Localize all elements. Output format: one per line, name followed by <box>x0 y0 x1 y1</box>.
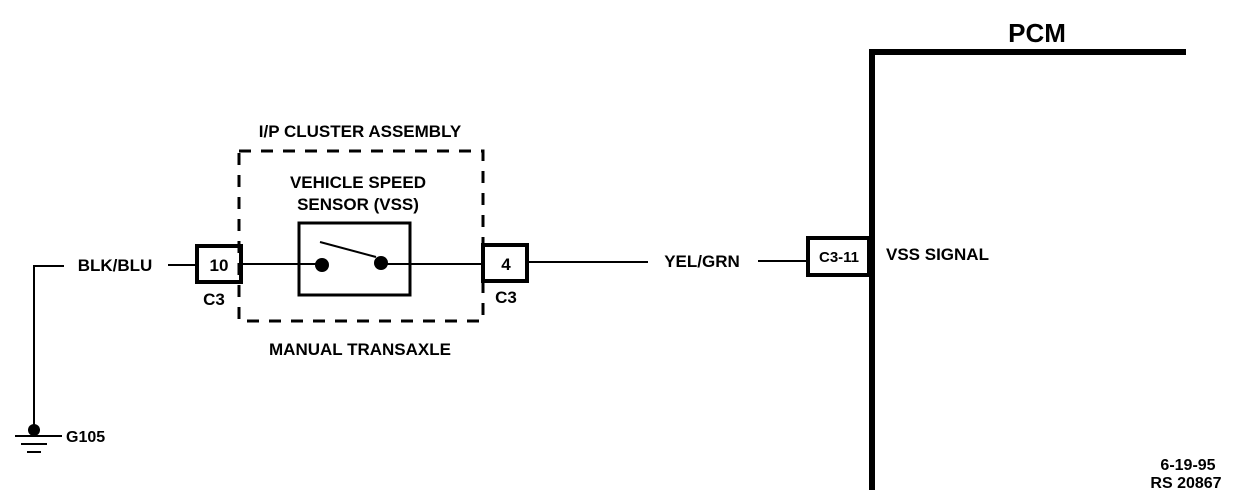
vss-switch-box <box>297 221 412 297</box>
pcm-module-border <box>869 49 1186 490</box>
sensor-label-line1: VEHICLE SPEED <box>290 173 426 192</box>
pcm-connector-box <box>806 236 871 277</box>
connector-pin-10-label: 10 <box>210 256 229 275</box>
ground-label: G105 <box>66 429 105 446</box>
wire-color-yel-grn: YEL/GRN <box>664 252 740 271</box>
cluster-title: I/P CLUSTER ASSEMBLY <box>259 122 462 141</box>
connector-c3-right-label: C3 <box>495 288 517 307</box>
cluster-dashed-border <box>237 149 485 323</box>
manual-transaxle-label: MANUAL TRANSAXLE <box>269 340 451 359</box>
vss-signal-label: VSS SIGNAL <box>886 245 989 264</box>
connector-pin-4-label: 4 <box>501 255 511 274</box>
wire-to-ground <box>33 265 64 430</box>
pcm-pin-label: C3-11 <box>819 249 859 266</box>
wire-color-blk-blu: BLK/BLU <box>78 256 153 275</box>
pcm-title: PCM <box>1008 18 1066 48</box>
switch-arm <box>319 241 377 258</box>
ground-splice-dot <box>28 424 40 436</box>
diagram-ref: RS 20867 <box>1150 475 1221 492</box>
sensor-label-line2: SENSOR (VSS) <box>297 195 419 214</box>
diagram-date: 6-19-95 <box>1160 457 1215 474</box>
connector-c3-left-label: C3 <box>203 290 225 309</box>
